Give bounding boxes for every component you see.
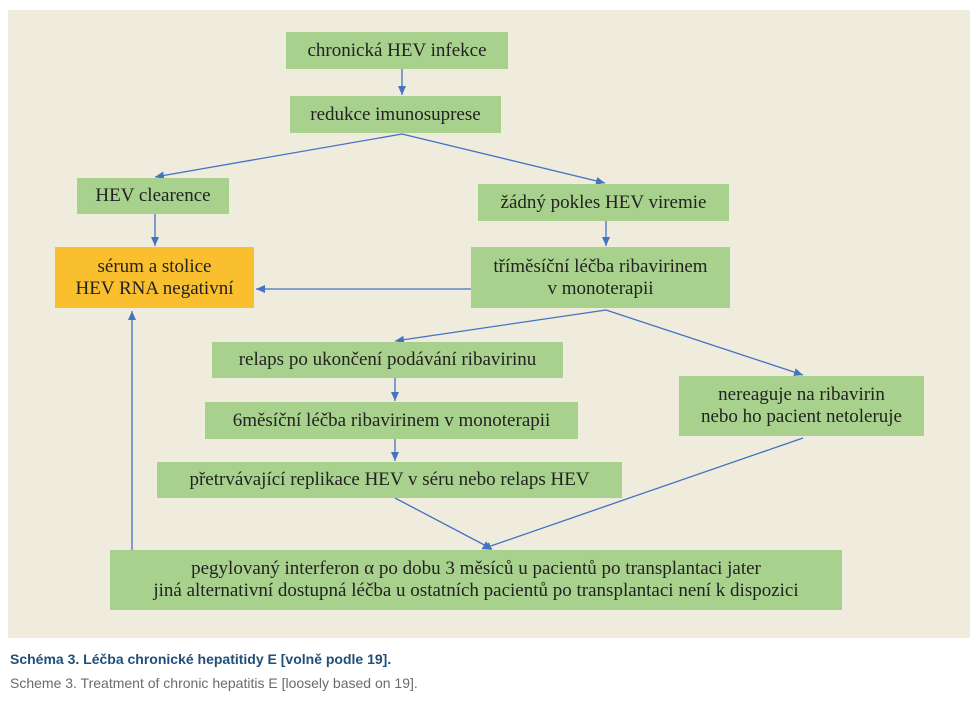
node-text-line-1: nereaguje na ribavirin — [718, 384, 885, 405]
caption-english: Scheme 3. Treatment of chronic hepatitis… — [10, 675, 418, 691]
node-no-viremia-decline: žádný pokles HEV viremie — [478, 184, 729, 221]
node-ribavirin-6-months: 6měsíční léčba ribavirinem v monoterapii — [205, 402, 578, 439]
node-nonresponse: nereaguje na ribavirin nebo ho pacient n… — [679, 376, 924, 436]
arrow-ribavirin3-to-nonresponse — [605, 309, 804, 376]
node-text-line-2: jiná alternativní dostupná léčba u ostat… — [153, 580, 799, 601]
arrow-ribavirin3-to-relapse — [394, 309, 607, 344]
node-text: přetrvávající replikace HEV v séru nebo … — [189, 469, 590, 490]
node-rna-negative: sérum a stolice HEV RNA negativní — [55, 247, 254, 308]
node-text: redukce imunosuprese — [310, 103, 481, 125]
node-text-line-2: nebo ho pacient netoleruje — [700, 406, 902, 427]
node-text-line-1: pegylovaný interferon α po dobu 3 měsíců… — [191, 558, 761, 579]
node-persistent-replication: přetrvávající replikace HEV v séru nebo … — [157, 462, 622, 498]
node-pegylated-interferon: pegylovaný interferon α po dobu 3 měsíců… — [110, 550, 842, 610]
node-text-line-2: HEV RNA negativní — [75, 277, 234, 299]
node-text: HEV clearence — [95, 185, 211, 206]
node-text: 6měsíční léčba ribavirinem v monoterapii — [232, 409, 551, 431]
arrow-persistent-to-interferon — [394, 497, 493, 550]
arrow-reduction-to-no-decline — [401, 133, 606, 185]
node-chronic-infection: chronická HEV infekce — [286, 32, 508, 69]
node-text: žádný pokles HEV viremie — [500, 191, 707, 213]
node-text-line-1: sérum a stolice — [97, 255, 212, 277]
arrow-nonresponse-to-interferon — [481, 437, 804, 550]
node-text: chronická HEV infekce — [307, 39, 487, 61]
node-text-line-1: tříměsíční léčba ribavirinem — [493, 255, 708, 277]
node-relapse: relaps po ukončení podávání ribavirinu — [212, 342, 563, 378]
caption-czech: Schéma 3. Léčba chronické hepatitidy E [… — [10, 651, 392, 667]
node-immunosuppression-reduction: redukce imunosuprese — [290, 96, 501, 133]
node-text: relaps po ukončení podávání ribavirinu — [238, 349, 537, 370]
node-ribavirin-3-months: tříměsíční léčba ribavirinem v monoterap… — [471, 247, 730, 308]
node-hev-clearance: HEV clearence — [77, 178, 229, 214]
arrow-reduction-to-clearance — [154, 133, 403, 180]
node-text-line-2: v monoterapii — [547, 277, 654, 299]
